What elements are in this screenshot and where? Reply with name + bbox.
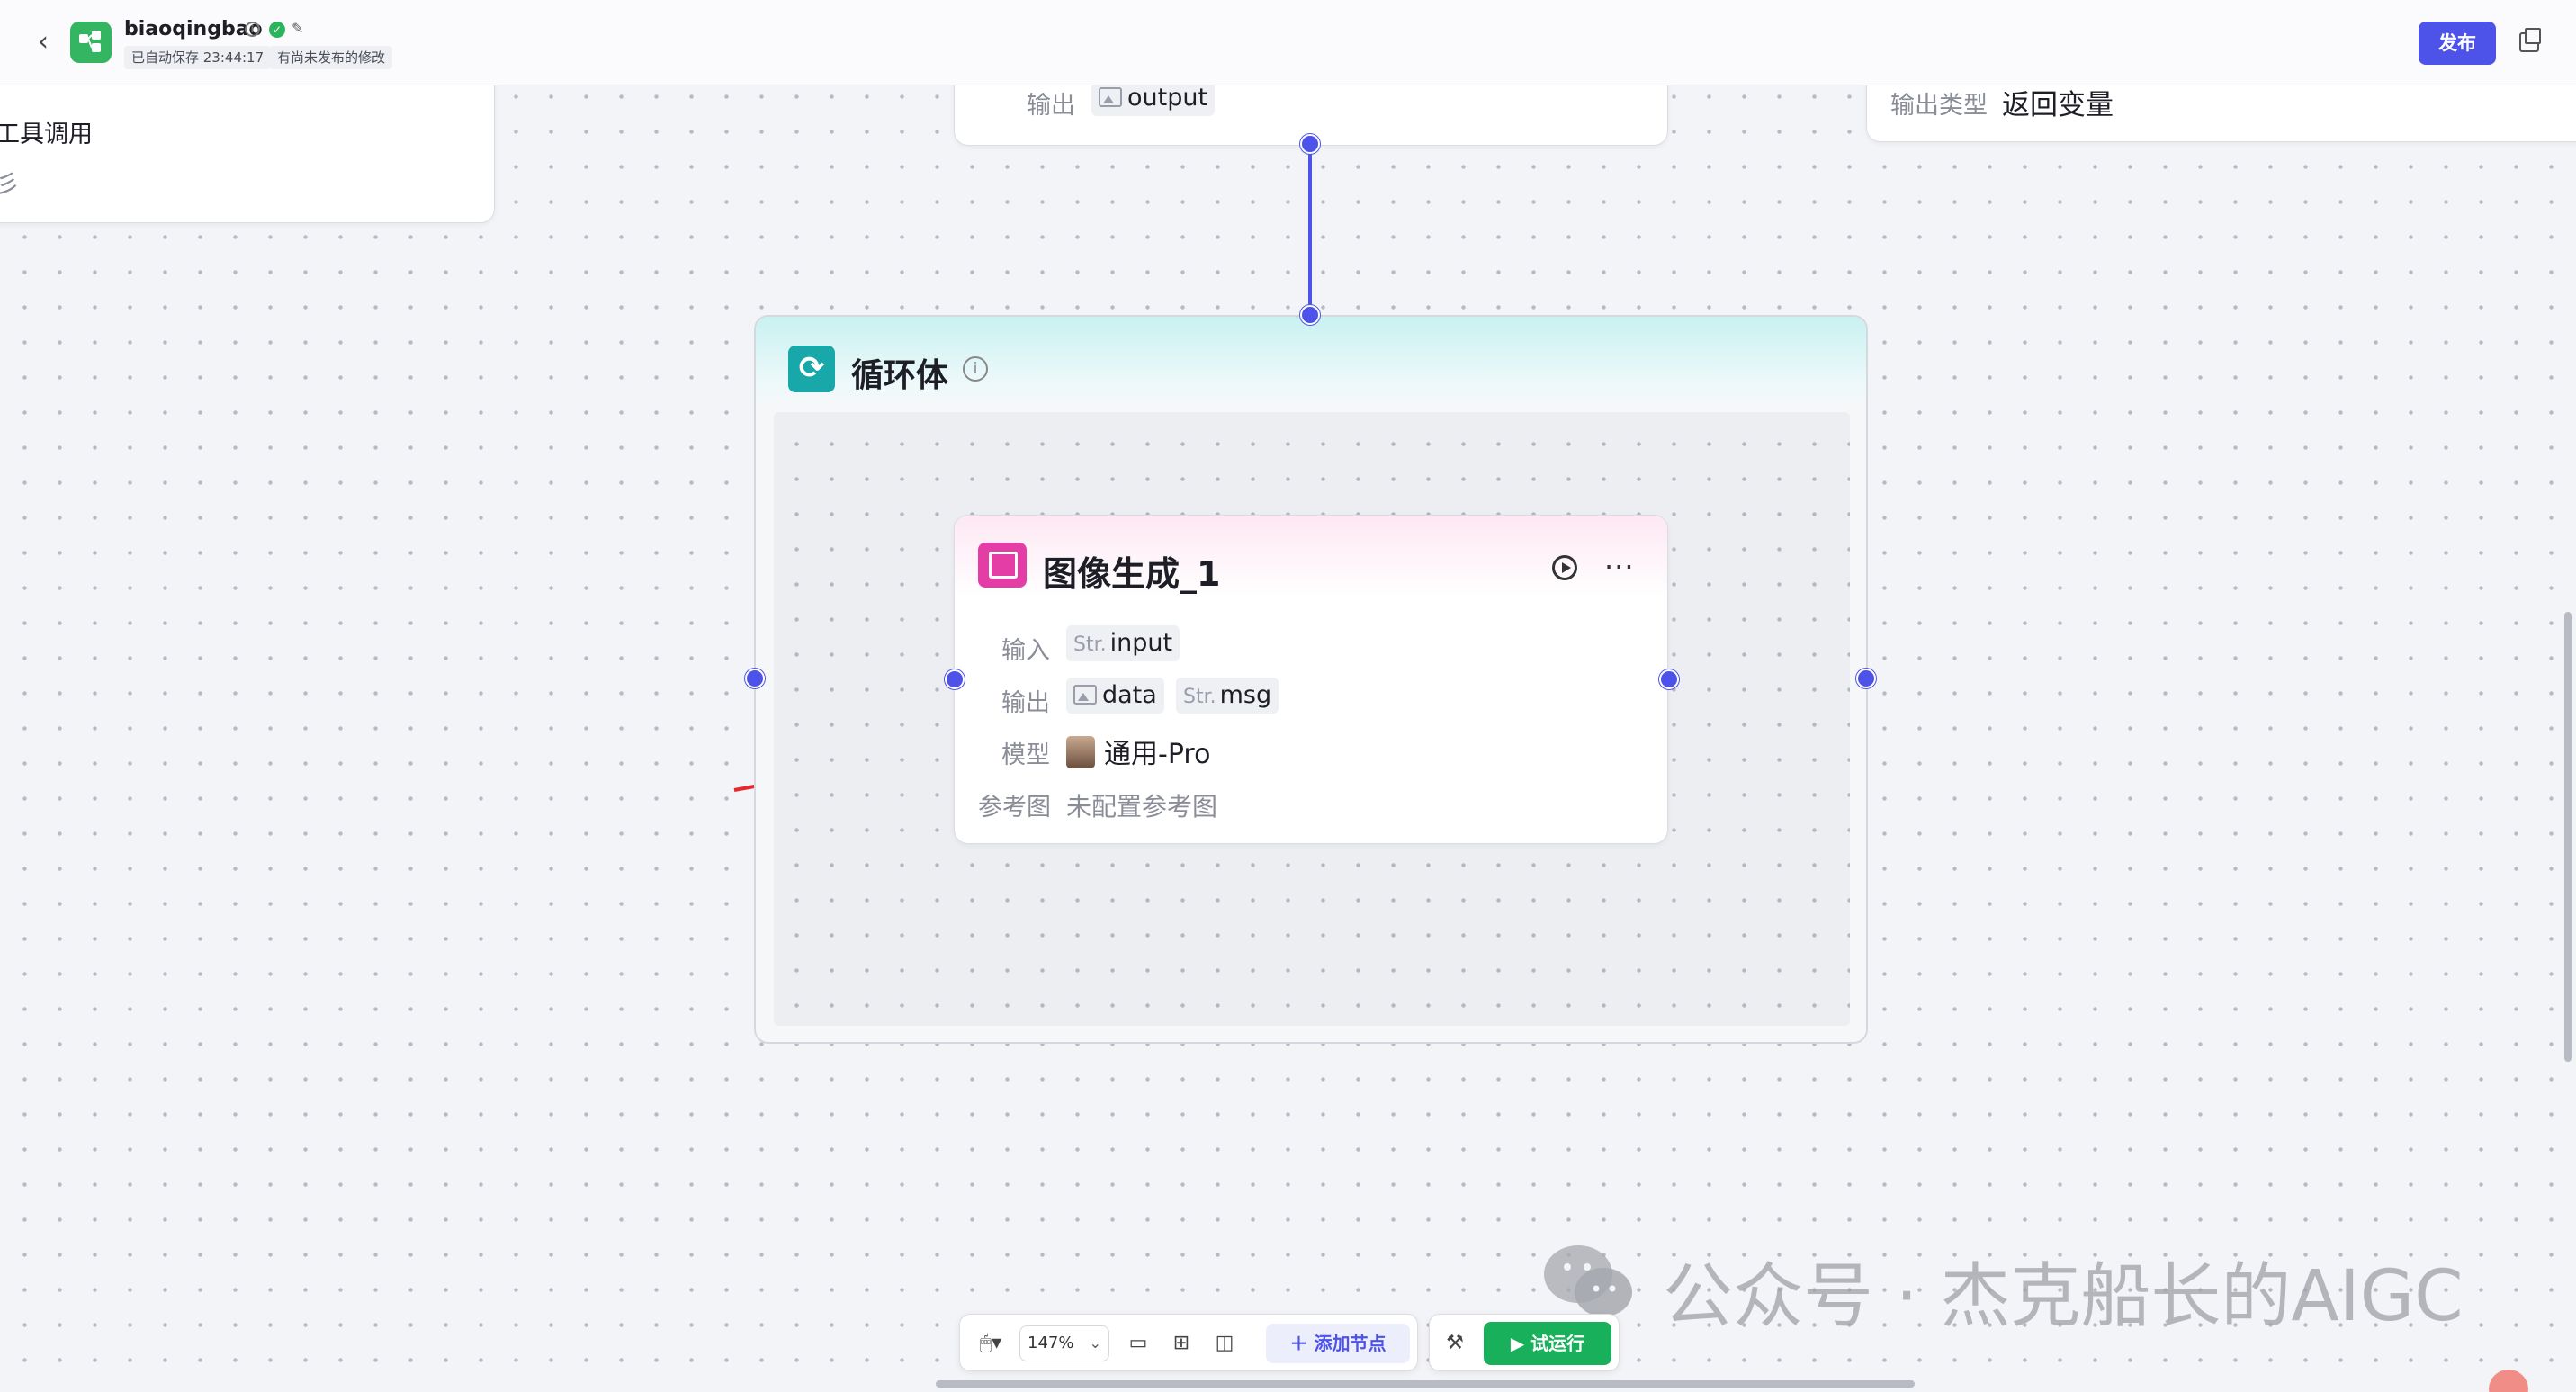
output-variable: output bbox=[1127, 84, 1208, 112]
input-variable: input bbox=[1109, 629, 1173, 657]
comment-icon[interactable]: ▭ bbox=[1128, 1332, 1148, 1354]
port-image-out[interactable] bbox=[1659, 669, 1679, 689]
minimap-icon[interactable]: ◫ bbox=[1215, 1332, 1234, 1354]
play-icon[interactable] bbox=[1552, 555, 1577, 580]
back-arrow-icon[interactable]: ‹ bbox=[38, 26, 49, 58]
loop-icon: ⟳ bbox=[788, 346, 835, 392]
model-avatar bbox=[1066, 736, 1095, 768]
output-label: 输出 bbox=[1027, 92, 1075, 120]
publish-button[interactable]: 发布 bbox=[2419, 22, 2496, 65]
top-bar: ‹ biaoqingbao i ✓ ✎ 已自动保存 23:44:17 有尚未发布… bbox=[0, 0, 2576, 85]
debug-tool-icon[interactable]: ⚒ bbox=[1446, 1332, 1464, 1354]
output-variable-chip: output bbox=[1091, 80, 1216, 116]
app-name: biaoqingbao bbox=[124, 18, 263, 40]
zoom-value: 147% bbox=[1028, 1334, 1074, 1352]
image-type-icon bbox=[1099, 87, 1122, 107]
output-label: 输出 bbox=[1001, 689, 1050, 717]
loop-title: 循环体 bbox=[851, 357, 949, 394]
trial-run-button[interactable]: ▶ 试运行 bbox=[1484, 1322, 1611, 1365]
info-icon[interactable]: i bbox=[245, 22, 260, 37]
image-node-title: 图像生成_1 bbox=[1043, 554, 1221, 594]
output-variable: msg bbox=[1219, 681, 1272, 709]
output-msg-chip: Str.msg bbox=[1176, 678, 1279, 714]
reference-image-label: 参考图 bbox=[978, 794, 1051, 822]
port-loop-in-top[interactable] bbox=[1300, 305, 1320, 325]
output-type-label: 输出类型 bbox=[1890, 92, 1988, 120]
output-data-chip: data bbox=[1066, 678, 1164, 714]
image-generate-icon bbox=[978, 543, 1027, 588]
output-type-value: 返回变量 bbox=[2002, 89, 2114, 121]
port-image-in[interactable] bbox=[945, 669, 965, 689]
image-node-header bbox=[955, 516, 1667, 597]
reference-image-value: 未配置参考图 bbox=[1066, 792, 1218, 822]
string-type-icon: Str. bbox=[1183, 686, 1216, 708]
check-icon: ✓ bbox=[269, 22, 285, 38]
unpublished-tag: 有尚未发布的修改 bbox=[270, 46, 393, 69]
more-icon[interactable]: ··· bbox=[1604, 550, 1635, 584]
output-variable: data bbox=[1102, 681, 1157, 709]
node-sub-label: 彡 bbox=[0, 171, 20, 199]
image-generation-node[interactable]: 图像生成_1 ··· 输入 Str.input 输出 data Str.msg … bbox=[954, 515, 1668, 844]
info-icon[interactable]: i bbox=[963, 356, 988, 382]
model-name: 通用-Pro bbox=[1104, 739, 1211, 770]
port-loop-left[interactable] bbox=[745, 669, 765, 688]
port-upstream-out[interactable] bbox=[1300, 134, 1320, 154]
chevron-down-icon: ⌄ bbox=[1089, 1334, 1101, 1352]
autosave-tag: 已自动保存 23:44:17 bbox=[124, 46, 272, 69]
horizontal-scrollbar[interactable] bbox=[936, 1380, 1915, 1388]
mouse-mode-icon[interactable]: 🖱▾ bbox=[979, 1332, 1002, 1354]
string-type-icon: Str. bbox=[1073, 633, 1107, 656]
grid-layout-icon[interactable]: ⊞ bbox=[1172, 1332, 1190, 1354]
canvas-toolbar: 🖱▾ 147% ⌄ ▭ ⊞ ◫ ＋ 添加节点 bbox=[959, 1314, 1418, 1371]
add-node-button[interactable]: ＋ 添加节点 bbox=[1266, 1324, 1410, 1363]
vertical-scrollbar[interactable] bbox=[2564, 612, 2572, 1062]
zoom-select[interactable]: 147% ⌄ bbox=[1019, 1325, 1109, 1361]
app-logo-icon bbox=[70, 22, 112, 63]
run-toolbar: ⚒ ▶ 试运行 bbox=[1429, 1314, 1620, 1371]
edit-icon[interactable]: ✎ bbox=[292, 20, 304, 37]
image-type-icon bbox=[1073, 685, 1097, 705]
loop-header bbox=[756, 317, 1866, 407]
model-label: 模型 bbox=[1001, 741, 1050, 769]
port-loop-right[interactable] bbox=[1856, 669, 1876, 688]
input-variable-chip: Str.input bbox=[1066, 625, 1180, 661]
model-value: 通用-Pro bbox=[1066, 732, 1210, 771]
copy-icon[interactable] bbox=[2519, 28, 2541, 52]
node-label: 工具调用 bbox=[0, 121, 93, 148]
wechat-logo-icon bbox=[1544, 1245, 1632, 1316]
watermark-text: 公众号 · 杰克船长的AIGC bbox=[1663, 1256, 2464, 1337]
input-label: 输入 bbox=[1001, 637, 1050, 665]
